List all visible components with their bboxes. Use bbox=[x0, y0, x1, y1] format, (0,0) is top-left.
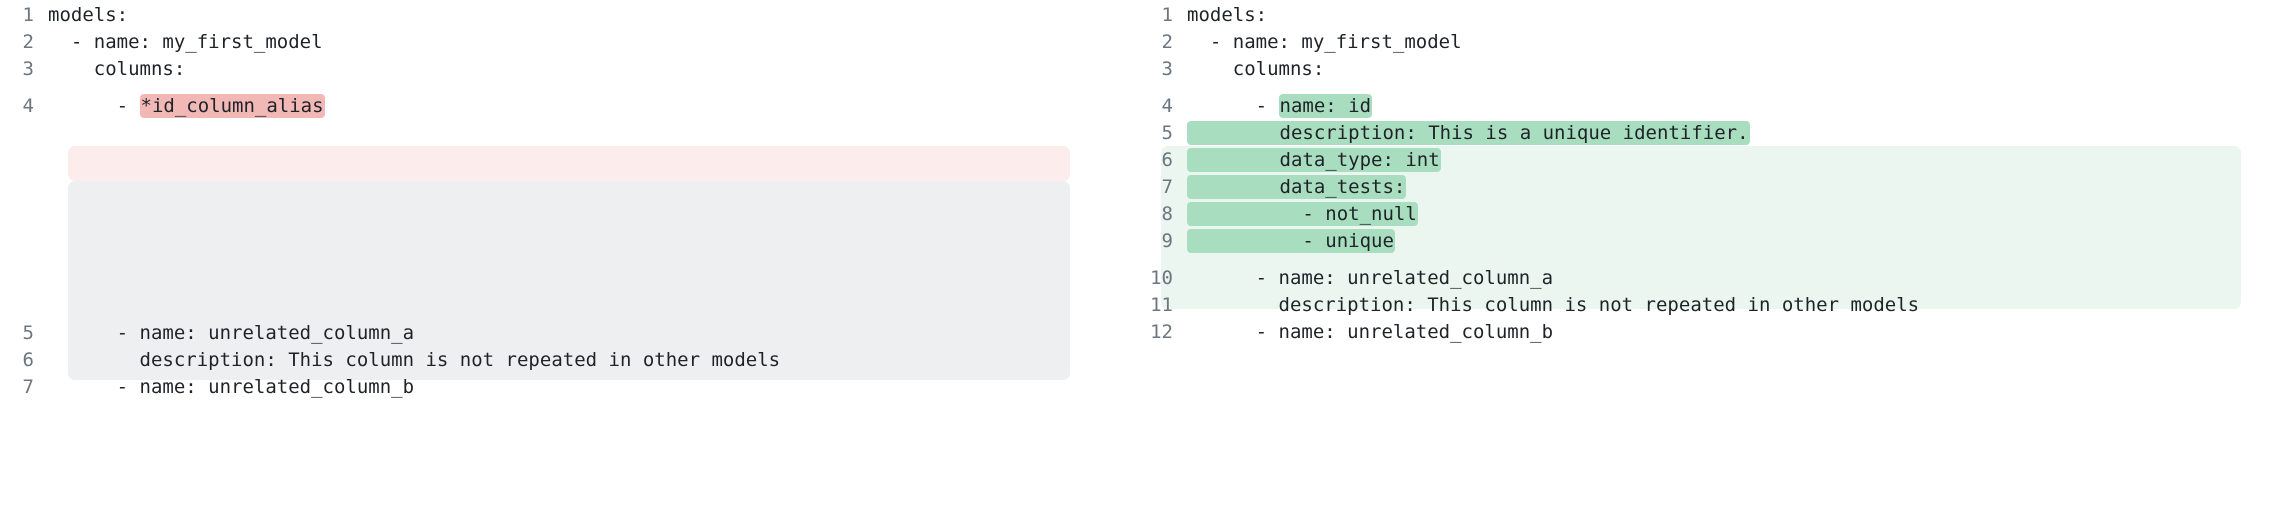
diff-line: 2 - name: my_first_model bbox=[1139, 29, 2278, 56]
line-code: - name: unrelated_column_b bbox=[34, 374, 1139, 401]
line-code: data_type: int bbox=[1173, 147, 2278, 174]
line-number: 12 bbox=[1150, 321, 1173, 343]
code-text: - name: unrelated_column_a bbox=[48, 322, 415, 344]
line-number: 6 bbox=[1161, 149, 1173, 171]
diff-line: 11 description: This column is not repea… bbox=[1139, 292, 2278, 319]
removed-word-highlight: *id_column_alias bbox=[139, 94, 325, 118]
code-text: - name: my_first_model bbox=[48, 31, 323, 53]
line-code: - name: my_first_model bbox=[34, 29, 1139, 56]
line-number: 5 bbox=[22, 322, 34, 344]
line-number: 7 bbox=[22, 376, 34, 398]
code-text: models: bbox=[48, 4, 129, 26]
line-code: description: This column is not repeated… bbox=[1173, 292, 2278, 319]
line-code: description: This column is not repeated… bbox=[34, 347, 1139, 374]
line-number: 4 bbox=[1161, 95, 1173, 117]
diff-line: 9 - unique bbox=[1139, 228, 2278, 255]
line-code: - name: unrelated_column_b bbox=[1173, 319, 2278, 346]
line-number: 2 bbox=[1161, 31, 1173, 53]
code-text: - name: my_first_model bbox=[1187, 31, 1462, 53]
code-text: - bbox=[48, 95, 140, 117]
line-code: - *id_column_alias bbox=[34, 93, 1139, 120]
line-number: 10 bbox=[1150, 267, 1173, 289]
code-text: columns: bbox=[48, 58, 186, 80]
diff-line: 5 - name: unrelated_column_a bbox=[0, 320, 1139, 347]
line-code: - not_null bbox=[1173, 201, 2278, 228]
diff-line: 1 models: bbox=[0, 2, 1139, 29]
line-code: columns: bbox=[34, 56, 1139, 83]
added-word-highlight: data_tests: bbox=[1187, 175, 1407, 199]
diff-line: 10 - name: unrelated_column_a bbox=[1139, 265, 2278, 292]
line-number: 11 bbox=[1150, 294, 1173, 316]
line-code: - name: unrelated_column_a bbox=[34, 320, 1139, 347]
diff-line: 5 description: This is a unique identifi… bbox=[1139, 120, 2278, 147]
code-text: - name: unrelated_column_a bbox=[1187, 267, 1554, 289]
line-number: 9 bbox=[1161, 230, 1173, 252]
line-number: 6 bbox=[22, 349, 34, 371]
diff-line: 6 description: This column is not repeat… bbox=[0, 347, 1139, 374]
diff-line: 7 - name: unrelated_column_b bbox=[0, 374, 1139, 401]
code-text: - name: unrelated_column_b bbox=[48, 376, 415, 398]
code-text: columns: bbox=[1187, 58, 1325, 80]
diff-line: 2 - name: my_first_model bbox=[0, 29, 1139, 56]
line-number: 2 bbox=[22, 31, 34, 53]
diff-line: 4 - *id_column_alias bbox=[0, 93, 1139, 120]
line-number: 1 bbox=[1161, 4, 1173, 26]
line-code: data_tests: bbox=[1173, 174, 2278, 201]
diff-line: 3 columns: bbox=[1139, 56, 2278, 83]
line-code: - unique bbox=[1173, 228, 2278, 255]
line-number: 5 bbox=[1161, 122, 1173, 144]
code-text: description: This column is not repeated… bbox=[1187, 294, 1920, 316]
line-code: models: bbox=[1173, 2, 2278, 29]
code-text: - name: unrelated_column_b bbox=[1187, 321, 1554, 343]
added-word-highlight: name: id bbox=[1278, 94, 1373, 118]
line-code: - name: id bbox=[1173, 93, 2278, 120]
line-number: 8 bbox=[1161, 203, 1173, 225]
line-code: - name: my_first_model bbox=[1173, 29, 2278, 56]
diff-line: 12 - name: unrelated_column_b bbox=[1139, 319, 2278, 346]
code-text: description: This column is not repeated… bbox=[48, 349, 781, 371]
diff-line: 3 columns: bbox=[0, 56, 1139, 83]
line-number: 7 bbox=[1161, 176, 1173, 198]
line-code: models: bbox=[34, 2, 1139, 29]
added-word-highlight: data_type: int bbox=[1187, 148, 1441, 172]
line-code: columns: bbox=[1173, 56, 2278, 83]
code-text: - bbox=[1187, 95, 1279, 117]
added-word-highlight: - not_null bbox=[1187, 202, 1418, 226]
added-word-highlight: - unique bbox=[1187, 229, 1395, 253]
line-code: description: This is a unique identifier… bbox=[1173, 120, 2278, 147]
line-number: 1 bbox=[22, 4, 34, 26]
diff-line: 8 - not_null bbox=[1139, 201, 2278, 228]
diff-line: 6 data_type: int bbox=[1139, 147, 2278, 174]
line-number: 3 bbox=[22, 58, 34, 80]
line-number: 3 bbox=[1161, 58, 1173, 80]
code-text: models: bbox=[1187, 4, 1268, 26]
added-word-highlight: description: This is a unique identifier… bbox=[1187, 121, 1750, 145]
line-number: 4 bbox=[22, 95, 34, 117]
diff-line: 7 data_tests: bbox=[1139, 174, 2278, 201]
line-code: - name: unrelated_column_a bbox=[1173, 265, 2278, 292]
diff-line: 1 models: bbox=[1139, 2, 2278, 29]
diff-line: 4 - name: id bbox=[1139, 93, 2278, 120]
